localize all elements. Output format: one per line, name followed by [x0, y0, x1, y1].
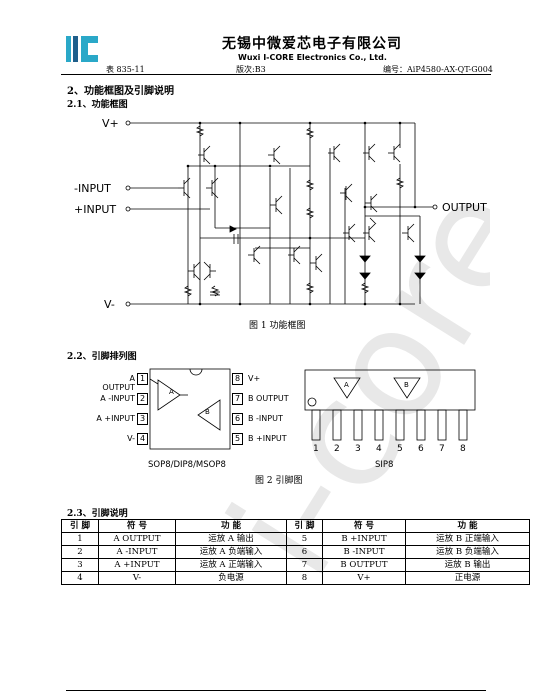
sop8-pin-number-2: 2	[137, 393, 148, 405]
vplus-label: V+	[102, 117, 119, 130]
table-cell: 3	[61, 558, 99, 572]
table-cell: 5	[286, 532, 323, 546]
sop8-pin-name-5: B +INPUT	[248, 434, 287, 443]
table-cell: A +INPUT	[98, 558, 176, 572]
table-cell: 6	[286, 545, 323, 559]
table-cell: B OUTPUT	[322, 558, 406, 572]
table-cell: 运放 A 输出	[175, 532, 287, 546]
table-cell: 7	[286, 558, 323, 572]
table-cell: 运放 A 负端输入	[175, 545, 287, 559]
header-pin: 引 脚	[61, 519, 99, 533]
sop8-pin-number-7: 7	[232, 393, 243, 405]
footer-rule	[66, 690, 486, 691]
sip-pin-6: 6	[418, 444, 424, 454]
sop8-pin-number-8: 8	[232, 373, 243, 385]
amp-b-label: B	[205, 408, 210, 416]
table-row: 3 A +INPUT 运放 A 正端输入 7 B OUTPUT 运放 B 输出	[61, 558, 530, 572]
subsection-pin-description: 2.3、引脚说明	[67, 509, 128, 519]
sip-pin-3: 3	[355, 444, 361, 454]
section-title: 2、功能框图及引脚说明	[67, 86, 174, 97]
table-cell: 负电源	[175, 571, 287, 585]
sip-pin-2: 2	[334, 444, 340, 454]
sop8-pin-name-3: A +INPUT	[96, 414, 135, 423]
ninput-label: -INPUT	[74, 182, 111, 195]
table-cell: V-	[98, 571, 176, 585]
subsection-block-diagram: 2.1、功能框图	[67, 100, 128, 110]
vminus-label: V-	[104, 298, 115, 311]
company-name-en: Wuxi I-CORE Electronics Co., Ltd.	[238, 53, 387, 62]
sip-pin-1: 1	[313, 444, 319, 454]
table-cell: B +INPUT	[322, 532, 406, 546]
version: 版次:B3	[236, 65, 266, 74]
sop8-pin-name-4: V-	[127, 434, 135, 443]
sip8-pinout: A B 1 2 3 4 5 6 7 8 SIP8	[300, 364, 480, 474]
figure2-caption: 图 2 引脚图	[255, 476, 303, 486]
doc-number: 编号：AiP4580-AX-QT-G004	[383, 65, 493, 74]
table-cell: A -INPUT	[98, 545, 176, 559]
subsection-pin-arrangement: 2.2、引脚排列图	[67, 352, 137, 362]
header-rule	[61, 74, 491, 75]
sop8-pinout: A OUTPUT 1 A -INPUT 2 A +INPUT 3 V- 4 8 …	[60, 364, 310, 474]
table-cell: B -INPUT	[322, 545, 406, 559]
pin-description-table: 引 脚 符 号 功 能 引 脚 符 号 功 能 1 A OUTPUT 运放 A …	[61, 519, 530, 585]
sop8-pin-name-8: V+	[248, 374, 261, 383]
output-label: OUTPUT	[442, 201, 487, 214]
sop8-pin-number-1: 1	[137, 373, 148, 385]
sop8-pin-name-2: A -INPUT	[100, 394, 135, 403]
header-symbol-2: 符 号	[322, 519, 406, 533]
table-row: 2 A -INPUT 运放 A 负端输入 6 B -INPUT 运放 B 负端输…	[61, 545, 530, 559]
sop8-pin-number-4: 4	[137, 433, 148, 445]
table-cell: 运放 A 正端输入	[175, 558, 287, 572]
company-name-cn: 无锡中微爱芯电子有限公司	[222, 36, 402, 52]
table-cell: V+	[322, 571, 406, 585]
sip-pin-8: 8	[460, 444, 466, 454]
table-row: 4 V- 负电源 8 V+ 正电源	[61, 571, 530, 585]
table-cell: 1	[61, 532, 99, 546]
sip-amp-b-label: B	[404, 381, 409, 389]
figure1-caption: 图 1 功能框图	[249, 321, 306, 331]
sop8-pin-name-1: A OUTPUT	[102, 374, 135, 392]
header-function-2: 功 能	[405, 519, 530, 533]
form-number: 表 835-11	[106, 65, 145, 74]
table-header-row: 引 脚 符 号 功 能 引 脚 符 号 功 能	[61, 519, 530, 533]
table-cell: 运放 B 正端输入	[405, 532, 530, 546]
sip8-package-label: SIP8	[375, 460, 394, 470]
sip-pin-7: 7	[439, 444, 445, 454]
sip8-package-drawing	[304, 369, 476, 441]
amp-a-label: A	[169, 388, 174, 396]
header-function: 功 能	[175, 519, 287, 533]
sop8-package-drawing	[149, 368, 231, 450]
sop8-pin-number-5: 5	[232, 433, 243, 445]
table-cell: 8	[286, 571, 323, 585]
sop8-package-label: SOP8/DIP8/MSOP8	[148, 460, 226, 470]
header-pin-2: 引 脚	[286, 519, 323, 533]
sop8-pin-number-6: 6	[232, 413, 243, 425]
pinput-label: +INPUT	[74, 203, 116, 216]
table-cell: 运放 B 输出	[405, 558, 530, 572]
header-symbol: 符 号	[98, 519, 176, 533]
table-cell: 2	[61, 545, 99, 559]
table-row: 1 A OUTPUT 运放 A 输出 5 B +INPUT 运放 B 正端输入	[61, 532, 530, 546]
sop8-pin-name-6: B -INPUT	[248, 414, 283, 423]
table-cell: 运放 B 负端输入	[405, 545, 530, 559]
table-cell: 正电源	[405, 571, 530, 585]
company-logo	[66, 36, 98, 62]
table-cell: 4	[61, 571, 99, 585]
sip-amp-a-label: A	[344, 381, 349, 389]
table-cell: A OUTPUT	[98, 532, 176, 546]
functional-block-diagram: V+ V- -INPUT +INPUT OUTPUT	[74, 117, 487, 311]
sip-pin-4: 4	[376, 444, 382, 454]
sop8-pin-number-3: 3	[137, 413, 148, 425]
sop8-pin-name-7: B OUTPUT	[248, 394, 289, 403]
sip-pin-5: 5	[397, 444, 403, 454]
